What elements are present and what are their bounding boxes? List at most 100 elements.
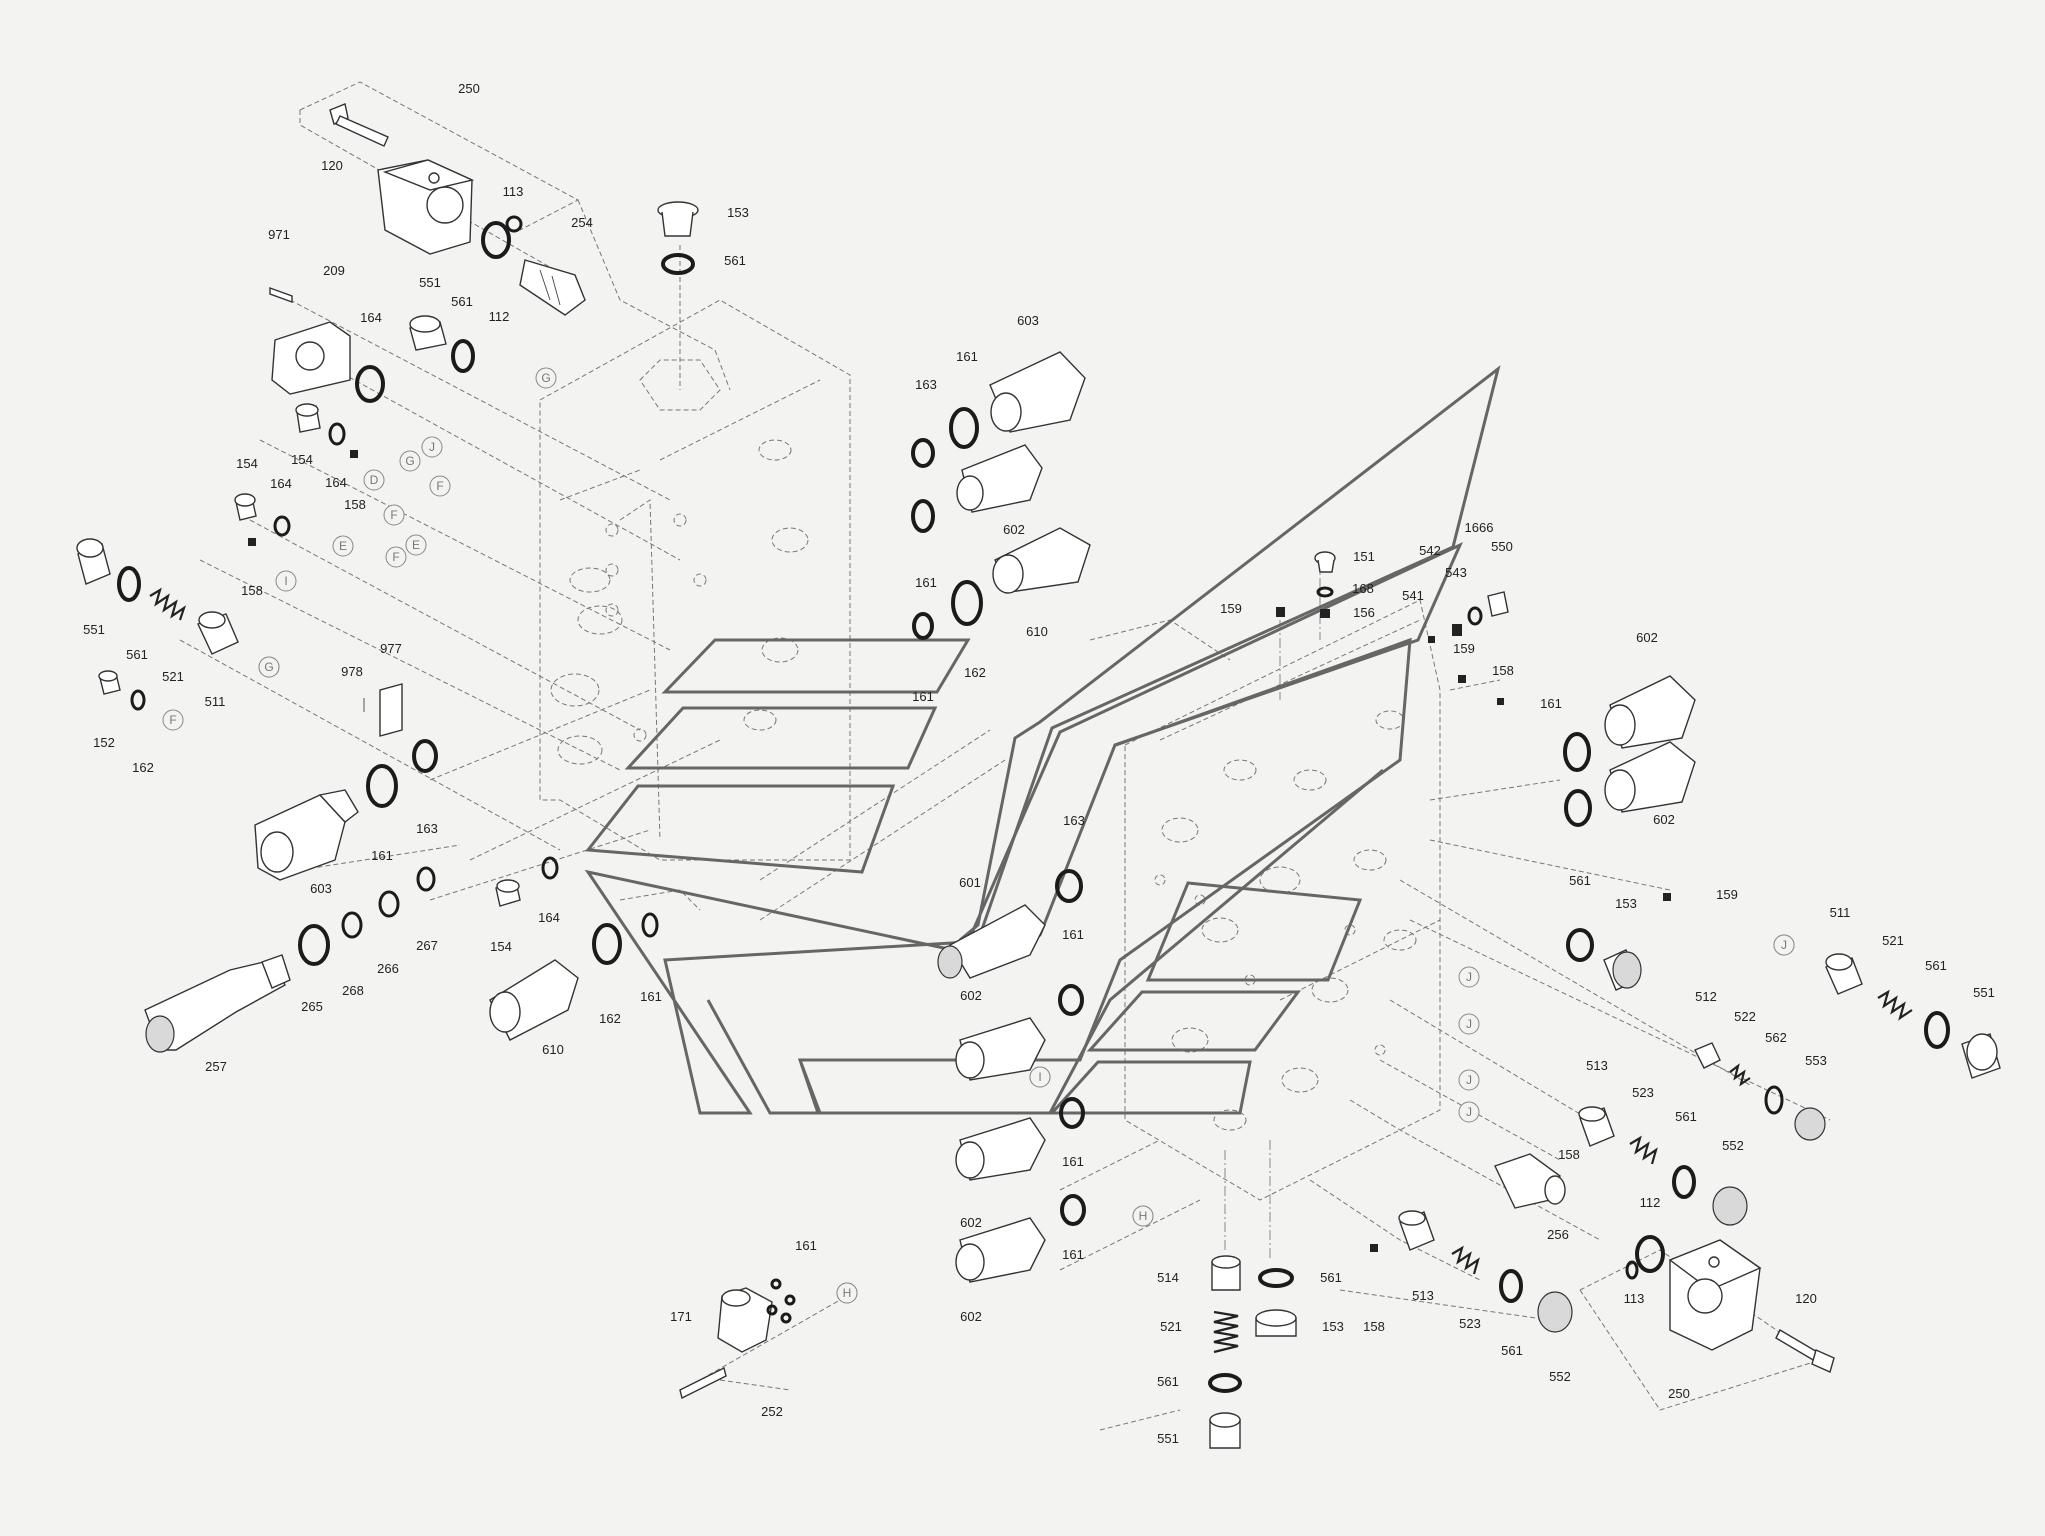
- part-callout-label: 551: [83, 622, 105, 637]
- port-marker-letter: E: [339, 539, 347, 553]
- part-callout-label: 514: [1157, 1270, 1179, 1285]
- part-callout-label: 162: [132, 760, 154, 775]
- part-callout-label: 158: [1558, 1147, 1580, 1162]
- port-marker-letter: J: [1781, 938, 1787, 952]
- port-marker-letter: J: [1466, 1073, 1472, 1087]
- part-callout-label: 610: [1026, 624, 1048, 639]
- port-marker-letter: H: [1139, 1209, 1148, 1223]
- part-callout-label: 112: [489, 309, 510, 324]
- port-marker-letter: F: [392, 550, 399, 564]
- port-marker: J: [1458, 966, 1480, 988]
- part-callout-label: 550: [1491, 539, 1513, 554]
- port-marker-circle: [535, 367, 557, 389]
- part-callout-label: 521: [1160, 1319, 1182, 1334]
- assembly-guide-lines: [179, 81, 1831, 1431]
- part-callout-label: 154: [291, 452, 313, 467]
- part-callout-label: 154: [490, 939, 512, 954]
- port-marker: F: [383, 504, 405, 526]
- part-callout-label: 113: [1624, 1291, 1645, 1306]
- port-marker-letter: J: [1466, 1105, 1472, 1119]
- part-callout-label: 156: [1353, 605, 1375, 620]
- port-marker: I: [275, 570, 297, 592]
- port-marker: G: [535, 367, 557, 389]
- part-callout-label: 159: [1220, 601, 1242, 616]
- port-marker: G: [258, 656, 280, 678]
- part-callout-label: 161: [956, 349, 978, 364]
- part-callout-label: 158: [1492, 663, 1514, 678]
- port-marker-letter: F: [169, 713, 176, 727]
- port-marker: J: [1458, 1101, 1480, 1123]
- left-valve-body: [539, 299, 851, 861]
- part-callout-label: 161: [371, 848, 393, 863]
- part-callout-label: 551: [419, 275, 441, 290]
- part-callout-label: 523: [1632, 1085, 1654, 1100]
- port-marker-letter: G: [264, 660, 273, 674]
- part-callout-label: 158: [344, 497, 366, 512]
- part-callout-label: 267: [416, 938, 438, 953]
- part-callout-label: 152: [93, 735, 115, 750]
- part-callout-label: 561: [451, 294, 473, 309]
- watermark-logo: [584, 365, 1501, 1115]
- port-marker-circle: [1132, 1205, 1154, 1227]
- port-marker-circle: [363, 469, 385, 491]
- port-marker-circle: [1458, 966, 1480, 988]
- part-callout-label: 562: [1765, 1030, 1787, 1045]
- part-callout-label: 610: [542, 1042, 564, 1057]
- port-marker: J: [1458, 1013, 1480, 1035]
- port-marker-letter: I: [284, 574, 287, 588]
- part-callout-label: 541: [1402, 588, 1424, 603]
- part-callout-label: 164: [325, 475, 347, 490]
- part-callout-label: 162: [964, 665, 986, 680]
- part-callout-label: 254: [571, 215, 593, 230]
- part-callout-label: 250: [458, 81, 480, 96]
- part-callout-label: 602: [960, 1215, 982, 1230]
- part-callout-label: 543: [1445, 565, 1467, 580]
- port-marker: J: [1773, 934, 1795, 956]
- part-callout-label: 161: [915, 575, 937, 590]
- port-marker-letter: H: [843, 1286, 852, 1300]
- part-callout-label: 602: [1003, 522, 1025, 537]
- part-callout-label: 602: [960, 988, 982, 1003]
- port-marker-circle: [1458, 1069, 1480, 1091]
- port-marker-circle: [275, 570, 297, 592]
- part-callout-label: 171: [670, 1309, 692, 1324]
- part-callout-label: 257: [205, 1059, 227, 1074]
- port-marker-circle: [1029, 1066, 1051, 1088]
- top-left-parts: [234, 103, 699, 546]
- part-callout-label: 522: [1734, 1009, 1756, 1024]
- part-callout-label: 602: [960, 1309, 982, 1324]
- part-callout-label: 164: [270, 476, 292, 491]
- port-marker-letter: F: [390, 508, 397, 522]
- part-callout-label: 163: [1063, 813, 1085, 828]
- part-callout-label: 158: [241, 583, 263, 598]
- part-callout-label: 553: [1805, 1053, 1827, 1068]
- part-callout-label: 523: [1459, 1316, 1481, 1331]
- part-callout-label: 561: [1675, 1109, 1697, 1124]
- part-callout-label: 113: [503, 184, 524, 199]
- part-callout-label: 552: [1722, 1138, 1744, 1153]
- part-callout-label: 513: [1412, 1288, 1434, 1303]
- part-callout-label: 603: [310, 881, 332, 896]
- part-callout-label: 521: [1882, 933, 1904, 948]
- port-marker-circle: [1458, 1101, 1480, 1123]
- part-callout-label: 161: [1540, 696, 1562, 711]
- port-marker-letter: G: [541, 371, 550, 385]
- port-marker: E: [405, 534, 427, 556]
- port-marker-letter: D: [370, 473, 379, 487]
- part-callout-label: 161: [1062, 1247, 1084, 1262]
- part-callout-label: 511: [1830, 905, 1851, 920]
- port-marker: H: [836, 1282, 858, 1304]
- part-callout-label: 551: [1973, 985, 1995, 1000]
- part-callout-label: 561: [1157, 1374, 1179, 1389]
- part-callout-label: 159: [1716, 887, 1738, 902]
- part-callout-label: 252: [761, 1404, 783, 1419]
- port-marker-circle: [836, 1282, 858, 1304]
- part-callout-label: 164: [360, 310, 382, 325]
- port-marker-circle: [405, 534, 427, 556]
- part-callout-label: 112: [1640, 1195, 1661, 1210]
- center-cartridges: [911, 351, 1091, 1283]
- part-callout-label: 153: [1322, 1319, 1344, 1334]
